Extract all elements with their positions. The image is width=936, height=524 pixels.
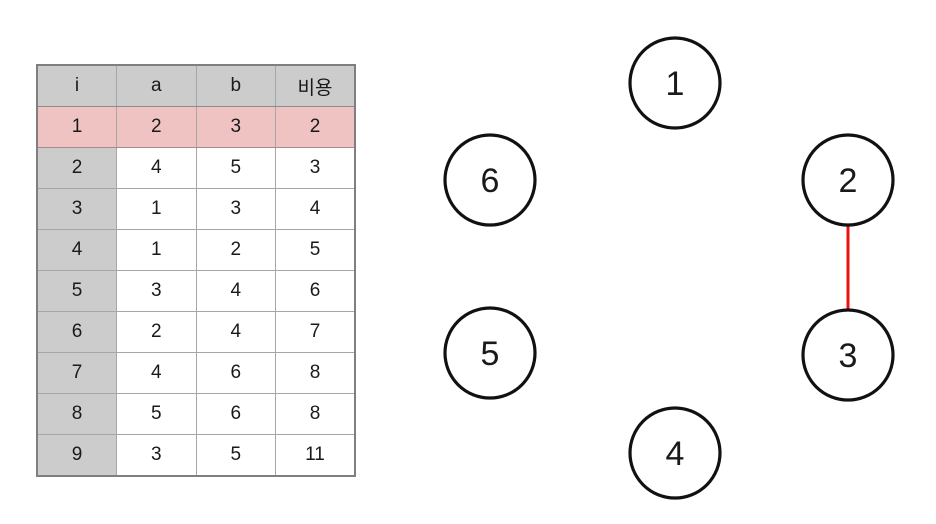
- node-label-1: 1: [666, 65, 685, 103]
- node-label-3: 3: [839, 337, 858, 375]
- column-header-b: b: [195, 64, 276, 107]
- cell-a: 2: [116, 106, 197, 148]
- node-circle-2: [801, 133, 895, 227]
- node-circle-4: [628, 406, 722, 500]
- cell-cost: 8: [275, 393, 356, 435]
- cell-b: 3: [195, 106, 276, 148]
- node-label-4: 4: [666, 435, 685, 473]
- graph-node-3[interactable]: 3: [801, 308, 895, 402]
- cell-b: 3: [195, 188, 276, 230]
- cell-cost: 6: [275, 270, 356, 312]
- node-label-5: 5: [481, 335, 500, 373]
- column-header-a: a: [116, 64, 197, 107]
- node-circle-3: [801, 308, 895, 402]
- cell-index: 5: [36, 270, 117, 312]
- cell-b: 6: [195, 352, 276, 394]
- column-header-cost: 비용: [275, 64, 356, 107]
- cell-b: 5: [195, 434, 276, 477]
- cell-index: 7: [36, 352, 117, 394]
- cell-a: 3: [116, 270, 197, 312]
- graph-node-4[interactable]: 4: [628, 406, 722, 500]
- cell-cost: 3: [275, 147, 356, 189]
- cell-a: 4: [116, 352, 197, 394]
- cell-index: 9: [36, 434, 117, 477]
- graph-node-6[interactable]: 6: [443, 133, 537, 227]
- node-circle-5: [443, 306, 537, 400]
- cell-index: 2: [36, 147, 117, 189]
- cell-index: 1: [36, 106, 117, 148]
- cell-a: 1: [116, 188, 197, 230]
- column-header-i: i: [36, 64, 117, 107]
- cell-index: 4: [36, 229, 117, 271]
- table-header-row: i a b 비용: [36, 64, 356, 107]
- cell-index: 6: [36, 311, 117, 353]
- cell-b: 4: [195, 270, 276, 312]
- cell-a: 2: [116, 311, 197, 353]
- cell-b: 2: [195, 229, 276, 271]
- cell-cost: 4: [275, 188, 356, 230]
- cell-cost: 5: [275, 229, 356, 271]
- graph-node-5[interactable]: 5: [443, 306, 537, 400]
- cell-cost: 11: [275, 434, 356, 477]
- cell-index: 8: [36, 393, 117, 435]
- graph-container: 1 6 2 5 3 4: [400, 0, 936, 524]
- cell-a: 5: [116, 393, 197, 435]
- node-label-6: 6: [481, 162, 500, 200]
- graph-node-layer: 1 6 2 5 3 4: [443, 36, 895, 500]
- graph-canvas: 1 6 2 5 3 4: [443, 36, 895, 500]
- cell-b: 5: [195, 147, 276, 189]
- cell-cost: 8: [275, 352, 356, 394]
- node-circle-1: [628, 36, 722, 130]
- cell-b: 4: [195, 311, 276, 353]
- cell-a: 3: [116, 434, 197, 477]
- cell-index: 3: [36, 188, 117, 230]
- node-label-2: 2: [839, 162, 858, 200]
- graph-node-1[interactable]: 1: [628, 36, 722, 130]
- cell-cost: 2: [275, 106, 356, 148]
- cell-a: 4: [116, 147, 197, 189]
- cell-cost: 7: [275, 311, 356, 353]
- cell-a: 1: [116, 229, 197, 271]
- cell-b: 6: [195, 393, 276, 435]
- table-header: i a b 비용: [36, 64, 356, 107]
- graph-node-2[interactable]: 2: [801, 133, 895, 227]
- node-circle-6: [443, 133, 537, 227]
